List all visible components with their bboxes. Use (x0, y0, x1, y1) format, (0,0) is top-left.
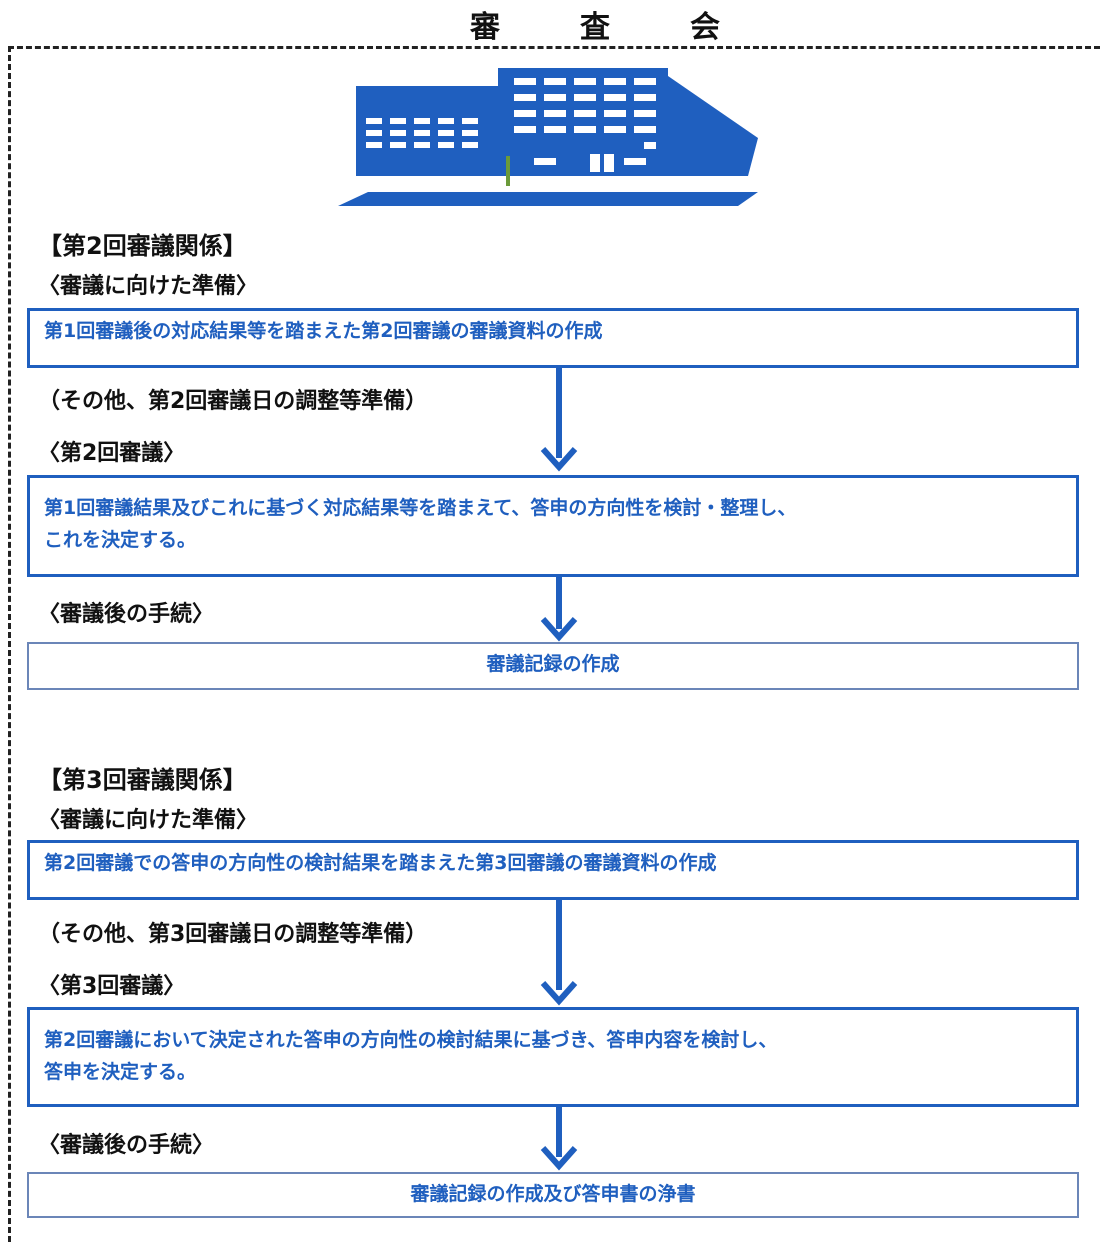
meeting-box-phase3-line2: 答申を決定する。 (44, 1061, 197, 1083)
title-char-3: 会 (690, 10, 720, 45)
after-box-phase2-text: 審議記録の作成 (486, 653, 620, 675)
page-title: 審 査 会 (470, 4, 720, 45)
section-title-phase2: 【第2回審議関係】 (38, 232, 247, 260)
meeting-heading-phase3: 〈第3回審議〉 (38, 974, 186, 999)
title-char-1: 審 (470, 10, 500, 45)
prep-box-phase2-text: 第1回審議後の対応結果等を踏まえた第2回審議の審議資料の作成 (44, 320, 603, 342)
other-prep-phase2: （その他、第2回審議日の調整等準備） (38, 389, 428, 414)
title-char-2: 査 (580, 10, 610, 45)
after-box-phase2: 審議記録の作成 (27, 642, 1079, 690)
arrow-down-icon (540, 447, 578, 472)
building-icon (338, 68, 758, 206)
prep-heading-phase3: 〈審議に向けた準備〉 (38, 808, 259, 833)
after-heading-phase2: 〈審議後の手続〉 (38, 602, 215, 627)
after-box-phase3: 審議記録の作成及び答申書の浄書 (27, 1172, 1079, 1218)
after-box-phase3-text: 審議記録の作成及び答申書の浄書 (410, 1183, 696, 1205)
flow-line-phase2-b (556, 577, 562, 629)
meeting-box-phase3-line1: 第2回審議において決定された答申の方向性の検討結果に基づき、答申内容を検討し、 (44, 1029, 778, 1051)
dashed-frame-top (8, 46, 1100, 49)
meeting-box-phase2: 第1回審議結果及びこれに基づく対応結果等を踏まえて、答申の方向性を検討・整理し、… (27, 475, 1079, 577)
meeting-heading-phase2: 〈第2回審議〉 (38, 441, 186, 466)
meeting-box-phase2-line1: 第1回審議結果及びこれに基づく対応結果等を踏まえて、答申の方向性を検討・整理し、 (44, 497, 797, 519)
other-prep-phase3: （その他、第3回審議日の調整等準備） (38, 922, 428, 947)
dashed-frame-left (8, 46, 11, 1242)
meeting-box-phase2-line2: これを決定する。 (44, 529, 197, 551)
flow-line-phase2-a (556, 368, 562, 458)
prep-box-phase2: 第1回審議後の対応結果等を踏まえた第2回審議の審議資料の作成 (27, 308, 1079, 368)
arrow-down-icon (540, 1146, 578, 1171)
prep-box-phase3: 第2回審議での答申の方向性の検討結果を踏まえた第3回審議の審議資料の作成 (27, 840, 1079, 900)
prep-box-phase3-text: 第2回審議での答申の方向性の検討結果を踏まえた第3回審議の審議資料の作成 (44, 852, 717, 874)
prep-heading-phase2: 〈審議に向けた準備〉 (38, 274, 259, 299)
meeting-box-phase3: 第2回審議において決定された答申の方向性の検討結果に基づき、答申内容を検討し、 … (27, 1007, 1079, 1107)
after-heading-phase3: 〈審議後の手続〉 (38, 1133, 215, 1158)
arrow-down-icon (540, 617, 578, 642)
flow-line-phase3-b (556, 1107, 562, 1157)
flow-line-phase3-a (556, 900, 562, 990)
section-title-phase3: 【第3回審議関係】 (38, 766, 247, 794)
arrow-down-icon (540, 981, 578, 1006)
